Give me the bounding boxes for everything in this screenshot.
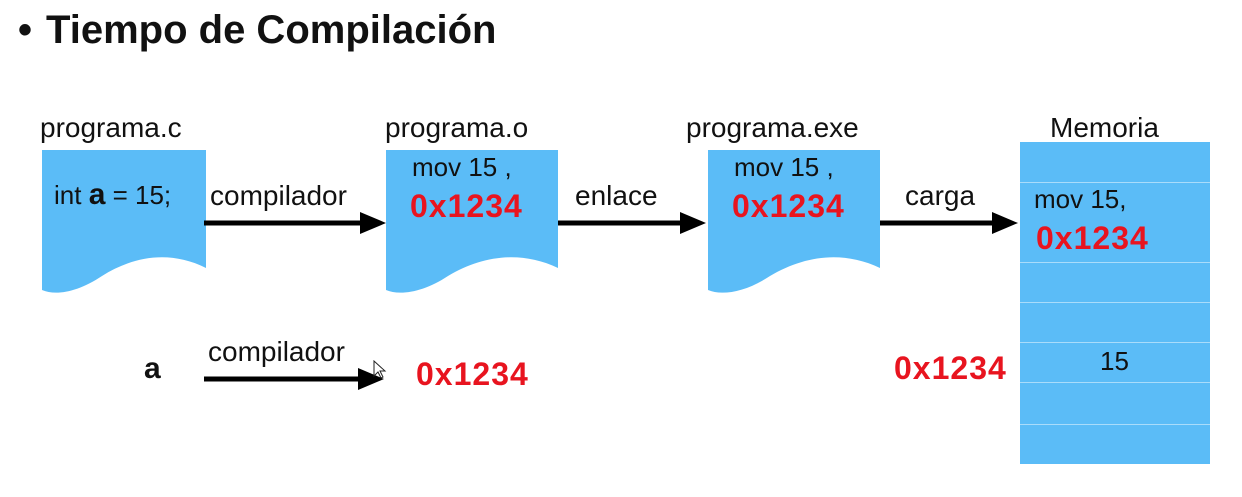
- bottom-address: 0x1234: [416, 356, 529, 392]
- slide-title: • Tiempo de Compilación: [18, 8, 496, 53]
- load-arrow: [880, 212, 1018, 234]
- exe-address: 0x1234: [732, 188, 845, 224]
- memory-title: Memoria: [1050, 112, 1159, 143]
- variable-a: a: [144, 352, 161, 385]
- link-arrow-label: enlace: [575, 180, 658, 211]
- memory-row-divider: [1020, 424, 1210, 425]
- memory-instr-address: 0x1234: [1036, 220, 1149, 256]
- memory-row-divider: [1020, 262, 1210, 263]
- bottom-compiler-arrow: [204, 368, 384, 390]
- source-code: int a = 15;: [54, 178, 171, 212]
- memory-block: [1020, 142, 1210, 464]
- bullet: •: [18, 8, 33, 52]
- compiler-arrow: [204, 212, 386, 234]
- object-address: 0x1234: [410, 188, 523, 224]
- bottom-arrow-label: compilador: [208, 336, 345, 367]
- mouse-cursor-icon: [373, 360, 387, 379]
- memory-address-label: 0x1234: [894, 350, 1007, 386]
- memory-row-divider: [1020, 342, 1210, 343]
- source-file-name: programa.c: [40, 112, 182, 143]
- compiler-arrow-label: compilador: [210, 180, 347, 211]
- source-code-suffix: = 15;: [105, 180, 172, 210]
- memory-row-divider: [1020, 302, 1210, 303]
- object-instr: mov 15 ,: [412, 152, 512, 182]
- memory-row-divider: [1020, 382, 1210, 383]
- memory-instr: mov 15,: [1034, 184, 1127, 214]
- source-file-doc: [42, 150, 206, 293]
- object-file-doc: [386, 150, 558, 293]
- exe-instr: mov 15 ,: [734, 152, 834, 182]
- exe-file-doc: [708, 150, 880, 293]
- exe-file-name: programa.exe: [686, 112, 859, 143]
- memory-row-divider: [1020, 182, 1210, 183]
- link-arrow: [558, 212, 706, 234]
- load-arrow-label: carga: [905, 180, 976, 211]
- source-code-prefix: int: [54, 180, 89, 210]
- object-file-name: programa.o: [385, 112, 529, 143]
- source-code-var: a: [88, 178, 106, 211]
- slide-title-text: Tiempo de Compilación: [46, 8, 497, 52]
- memory-value: 15: [1100, 346, 1129, 376]
